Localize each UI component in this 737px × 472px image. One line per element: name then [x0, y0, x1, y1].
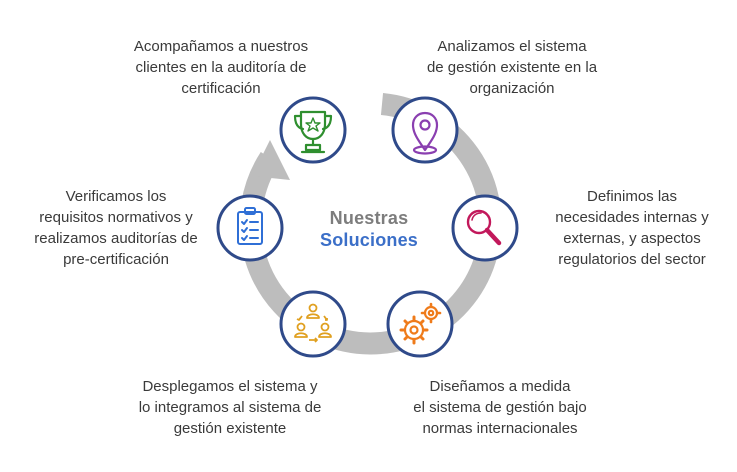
step-label-line: requisitos normativos y — [39, 209, 193, 226]
node-map-pin — [391, 96, 459, 164]
node-magnifier — [451, 194, 519, 262]
step-label-map-pin: Analizamos el sistema de gestión existen… — [405, 36, 619, 99]
step-label-line: Verificamos los — [65, 188, 167, 205]
step-label-line: lo integramos al sistema de — [138, 399, 322, 416]
clipboard-checklist-icon — [237, 207, 263, 245]
node-trophy — [279, 96, 347, 164]
node-gears — [386, 290, 454, 358]
step-label-line: el sistema de gestión bajo — [413, 399, 587, 416]
step-label-line: Definimos las — [586, 188, 678, 205]
cycle-arrow-head — [252, 140, 290, 180]
step-label-line: normas internacionales — [422, 420, 578, 437]
step-label-line: organización — [469, 80, 555, 97]
node-people — [279, 290, 347, 358]
gears-icon — [399, 302, 442, 345]
step-label-gears: Diseñamos a medida el sistema de gestión… — [392, 376, 608, 439]
people-cycle-icon — [294, 303, 332, 343]
step-label-trophy: Acompañamos a nuestros clientes en la au… — [116, 36, 326, 99]
step-label-line: regulatorios del sector — [558, 251, 706, 268]
step-label-line: Desplegamos el sistema y — [142, 378, 318, 395]
magnifier-icon — [466, 209, 502, 246]
step-label-line: externas, y aspectos — [563, 230, 701, 247]
trophy-icon — [293, 110, 333, 154]
step-label-line: clientes en la auditoría de — [135, 59, 307, 76]
step-label-line: de gestión existente en la — [426, 59, 598, 76]
map-pin-icon — [411, 111, 439, 155]
step-label-line: pre-certificación — [63, 251, 169, 268]
center-title-line2: Soluciones — [319, 230, 419, 250]
step-label-line: Acompañamos a nuestros — [133, 38, 309, 55]
step-label-line: Analizamos el sistema — [437, 38, 587, 55]
step-label-clipboard: Verificamos los requisitos normativos y … — [16, 186, 216, 270]
step-label-people: Desplegamos el sistema y lo integramos a… — [120, 376, 340, 439]
node-clipboard — [216, 194, 284, 262]
step-label-line: realizamos auditorías de — [34, 230, 198, 247]
step-label-line: Diseñamos a medida — [429, 378, 571, 395]
center-title: Nuestras Soluciones — [313, 207, 425, 251]
step-label-magnifier: Definimos las necesidades internas y ext… — [534, 186, 730, 270]
step-label-line: certificación — [181, 80, 261, 97]
step-label-line: gestión existente — [173, 420, 287, 437]
step-label-line: necesidades internas y — [555, 209, 709, 226]
center-title-line1: Nuestras — [329, 208, 409, 228]
